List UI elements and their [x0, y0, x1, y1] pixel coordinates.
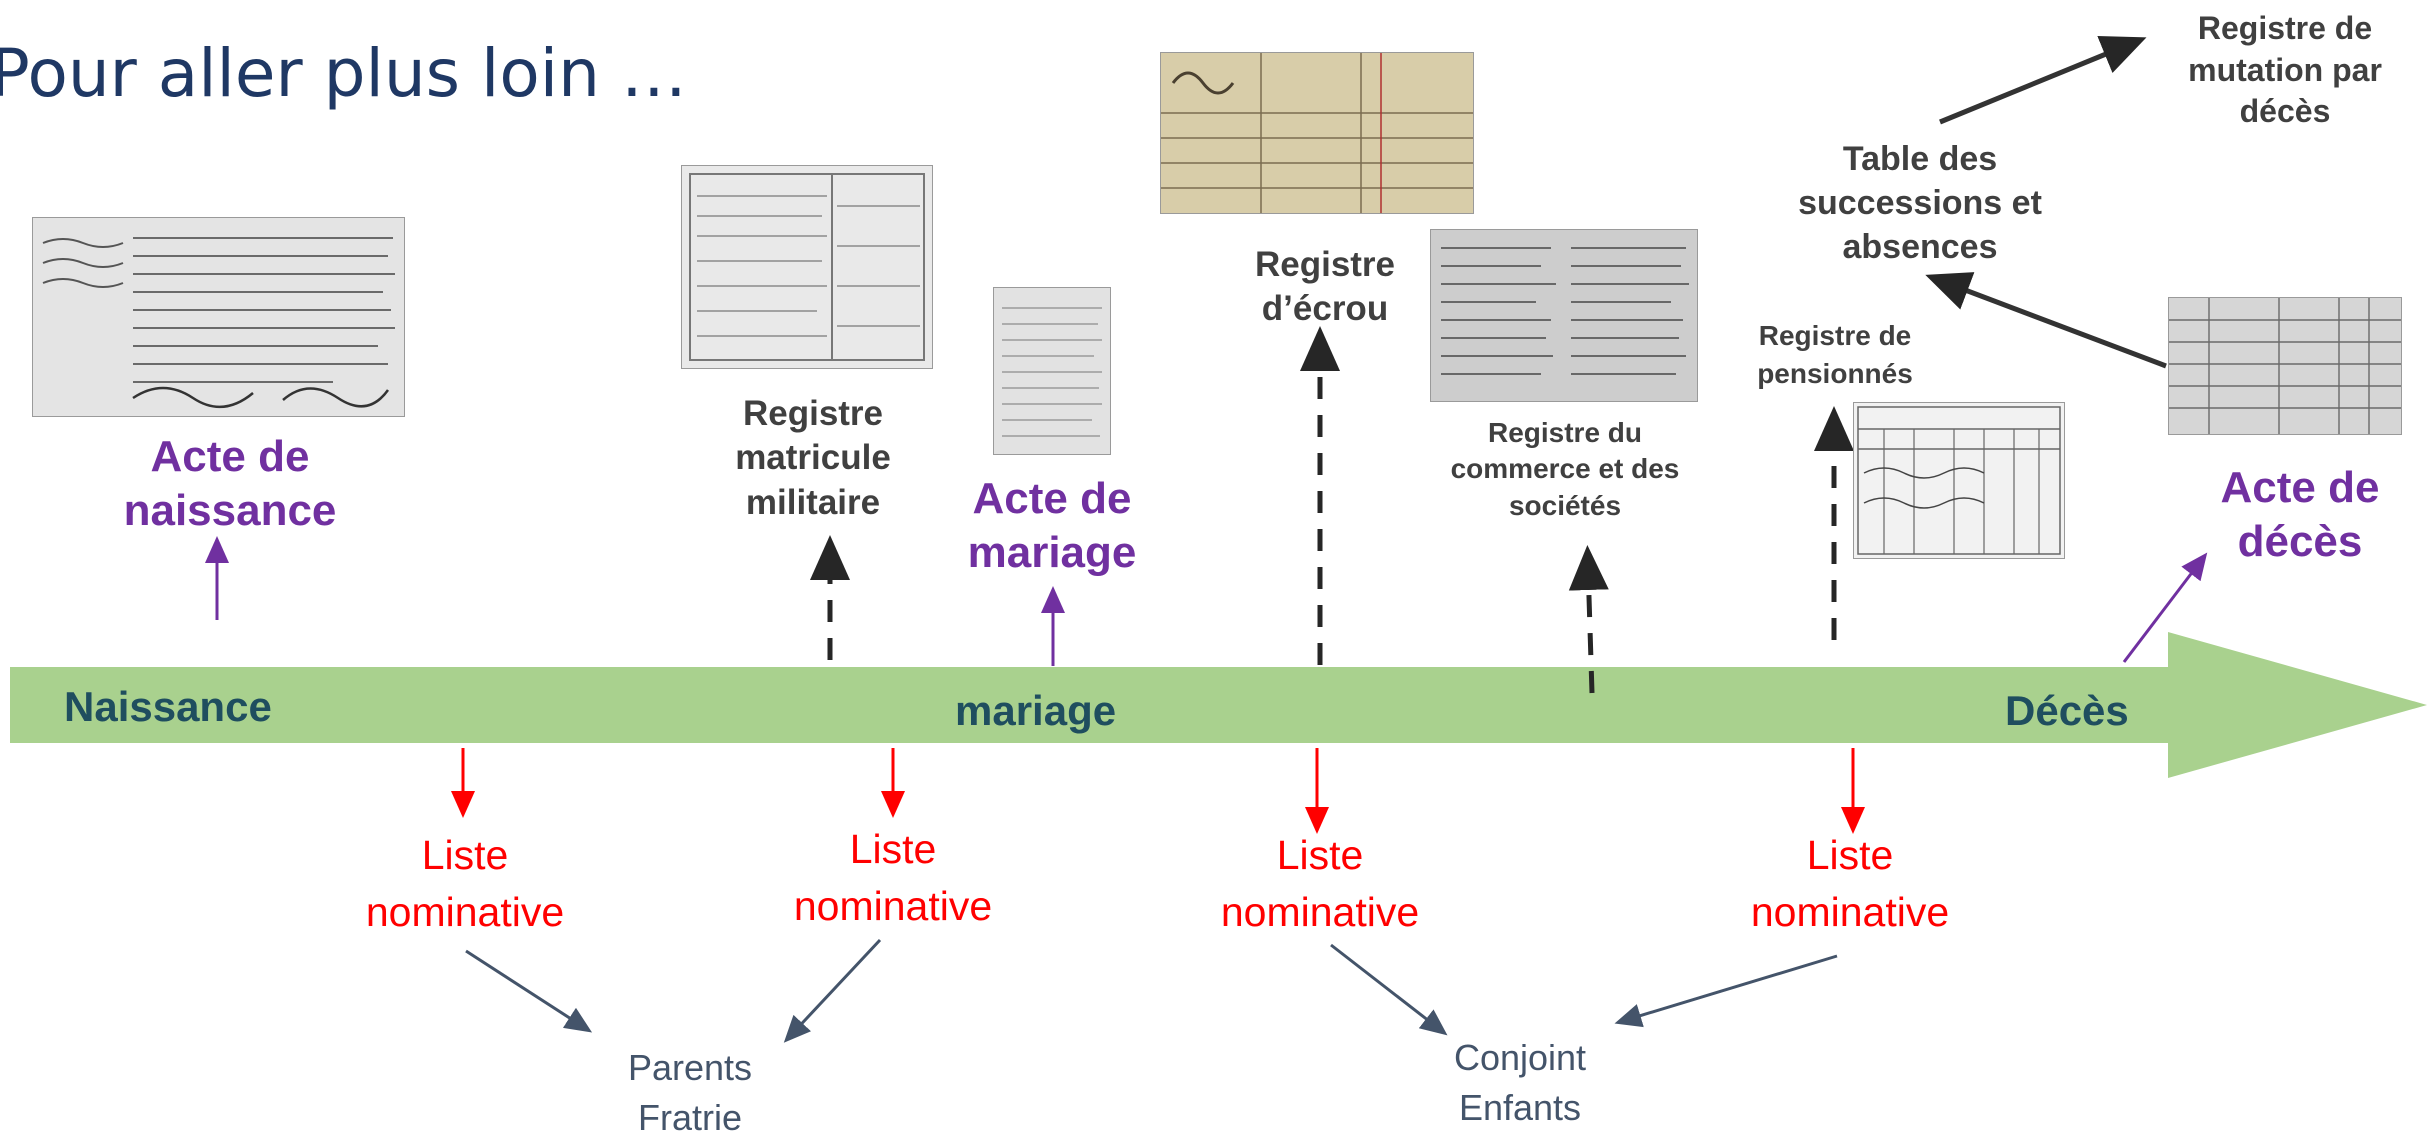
arrow-to-parents-2	[783, 938, 882, 1043]
list-nominative-4: Liste nominative	[1750, 832, 1950, 935]
relatives-spouse-line-1: Conjoint	[1453, 1037, 1587, 1078]
arrow-to-parents-1	[465, 949, 593, 1033]
death-register-image	[2168, 297, 2402, 435]
successions-table-label: Table des successions et absences	[1798, 140, 2042, 267]
arrow-to-mutation	[1939, 35, 2147, 125]
birth-record-image	[32, 217, 405, 417]
list-nominative-1: Liste nominative	[365, 832, 565, 935]
timeline-arrow	[10, 632, 2427, 778]
military-register-image	[681, 165, 933, 369]
list-nominative-3: Liste nominative	[1220, 832, 1420, 935]
page-title: Pour aller plus loin …	[0, 35, 687, 112]
list-nominative-2: Liste nominative	[793, 826, 993, 929]
arrow-death	[2122, 552, 2208, 663]
birth-act-label: Acte de naissance	[123, 432, 337, 535]
relatives-parents-line-1: Parents	[627, 1047, 753, 1088]
relatives-spouse-line-2: Enfants	[1458, 1086, 1582, 1128]
mutation-register-label: Registre de mutation par décès	[2188, 10, 2382, 130]
marriage-act-label: Acte de mariage	[967, 474, 1137, 577]
relatives-parents: Parents Fratrie	[540, 1043, 840, 1142]
commerce-register-label: Registre du commerce et des sociétés	[1450, 417, 1680, 521]
death-act-label: Acte de décès	[2220, 463, 2380, 566]
marriage-record-image	[993, 287, 1111, 455]
military-register-label: Registre matricule militaire	[735, 394, 891, 522]
arrow-to-successions	[1925, 272, 2167, 369]
timeline-middle-label: mariage	[955, 687, 1117, 734]
pensioners-register-image	[1853, 402, 2065, 559]
commerce-register-image	[1430, 229, 1698, 402]
arrow-commerce	[1568, 545, 1609, 694]
relatives-parents-line-2: Fratrie	[637, 1096, 742, 1138]
relatives-spouse: Conjoint Enfants	[1370, 1033, 1670, 1132]
pensioners-register-label: Registre de pensionnés	[1757, 320, 1913, 389]
arrow-to-spouse-1	[1330, 943, 1448, 1036]
arrow-to-spouse-2	[1614, 954, 1838, 1028]
timeline-end-label: Décès	[2005, 687, 2129, 734]
prison-register-label: Registre d’écrou	[1254, 245, 1396, 329]
timeline-start-label: Naissance	[64, 683, 272, 730]
prison-register-image	[1160, 52, 1474, 214]
